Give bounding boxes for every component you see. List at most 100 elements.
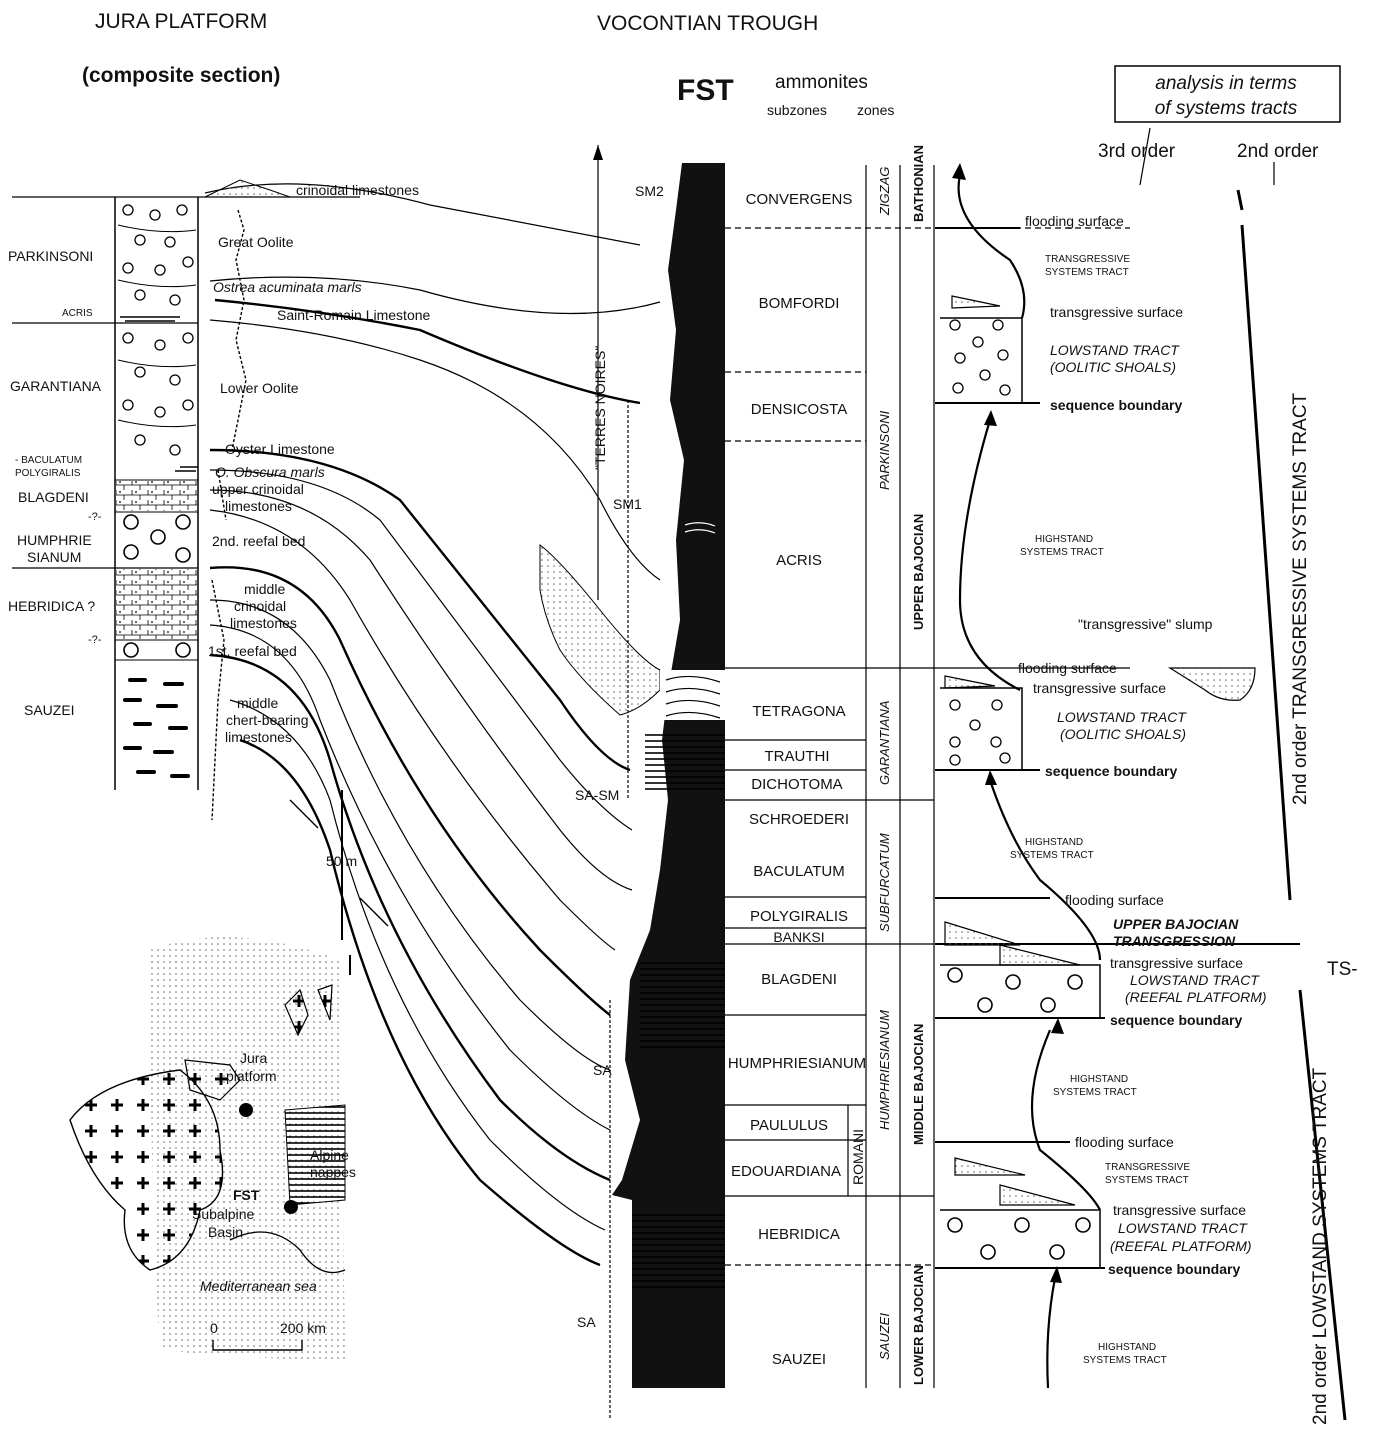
ann-transgressive-3: transgressive surface — [1110, 955, 1243, 971]
crinoidal-wedge — [204, 179, 291, 198]
stage-upper-bajocian: UPPER BAJOCIAN — [911, 514, 926, 630]
subzone-baculatum: BACULATUM — [753, 863, 844, 880]
map-alpine: Alpine — [310, 1147, 349, 1163]
label-sm1: SM1 — [613, 496, 642, 512]
subzones-table — [725, 165, 1130, 1388]
subzone-convergens: CONVERGENS — [746, 191, 853, 208]
ann-upper-bajocian: UPPER BAJOCIAN — [1113, 916, 1239, 932]
order-arrows — [1139, 127, 1275, 186]
lith-chert: chert-bearing — [226, 712, 309, 728]
jura-zone-sauzei: SAUZEI — [24, 702, 75, 718]
header-fst: FST — [677, 74, 734, 107]
subzone-schroederi: SCHROEDERI — [749, 811, 849, 828]
map-scale-0: 0 — [210, 1320, 218, 1336]
lith-middle2: middle — [237, 695, 278, 711]
map-mediterranean: Mediterranean sea — [200, 1278, 317, 1294]
header-zones: zones — [857, 102, 894, 118]
jura-column — [12, 196, 360, 821]
correlation-lines — [204, 183, 661, 1267]
zone-subfurcatum: SUBFURCATUM — [877, 833, 892, 932]
fst-log — [612, 163, 725, 1388]
terres-noires-label: "TERRES NOIRES" — [592, 346, 608, 470]
ann-hst-2a: HIGHSTAND — [1025, 837, 1083, 848]
ann-lowstand-3: LOWSTAND TRACT — [1130, 972, 1260, 988]
ann-tst-1b: SYSTEMS TRACT — [1045, 267, 1129, 278]
jura-zone-polygiralis: POLYGIRALIS — [15, 468, 81, 479]
zone-parkinsoni: PARKINSONI — [877, 410, 892, 490]
ann-flooding-4: flooding surface — [1075, 1134, 1174, 1150]
header-2nd-order: 2nd order — [1237, 141, 1319, 162]
lith-lower-oolite: Lower Oolite — [220, 380, 299, 396]
ann-transgression: TRANSGRESSION — [1113, 933, 1236, 949]
ann-hst-3a: HIGHSTAND — [1070, 1074, 1128, 1085]
ann-lowstand-1: LOWSTAND TRACT — [1050, 342, 1180, 358]
ann-oolitic-2: (OOLITIC SHOALS) — [1060, 726, 1186, 742]
second-order-transgressive: 2nd order TRANSGRESSIVE SYSTEMS TRACT — [1290, 392, 1311, 805]
subzone-banksi: BANKSI — [773, 929, 824, 945]
header-composite: (composite section) — [82, 64, 280, 87]
lith-limestones: limestones — [225, 498, 292, 514]
subzone-dichotoma: DICHOTOMA — [751, 776, 842, 793]
lith-2nd-reefal: 2nd. reefal bed — [212, 533, 305, 549]
jura-zone-sianum: SIANUM — [27, 549, 81, 565]
subzone-romani: ROMANI — [850, 1129, 866, 1185]
subzone-paululus: PAULULUS — [750, 1117, 828, 1134]
subzone-hebridica: HEBRIDICA — [758, 1226, 840, 1243]
subzone-tetragona: TETRAGONA — [752, 703, 845, 720]
lith-crinoidal2: crinoidal — [234, 598, 286, 614]
lith-1st-reefal: 1st. reefal bed — [208, 643, 297, 659]
ann-transgressive-2: transgressive surface — [1033, 680, 1166, 696]
ann-tst-4a: TRANSGRESSIVE — [1105, 1162, 1190, 1173]
ann-oolitic-1: (OOLITIC SHOALS) — [1050, 359, 1176, 375]
lith-upper-crinoidal: upper crinoidal — [212, 481, 304, 497]
ann-slump: "transgressive" slump — [1078, 616, 1213, 632]
map-platform: platform — [226, 1068, 277, 1084]
ann-flooding-1: flooding surface — [1025, 213, 1124, 229]
second-order-ts: TS- — [1327, 959, 1358, 980]
stage-bathonian: BATHONIAN — [911, 145, 926, 222]
ann-hst-4a: HIGHSTAND — [1098, 1342, 1156, 1353]
ann-reefal-4: (REEFAL PLATFORM) — [1110, 1238, 1252, 1254]
scale-50m: 50 m — [326, 853, 357, 869]
label-sa2: SA — [577, 1314, 596, 1330]
lith-great-oolite: Great Oolite — [218, 234, 294, 250]
ann-sequence-4: sequence boundary — [1108, 1261, 1240, 1277]
ann-hst-4b: SYSTEMS TRACT — [1083, 1355, 1167, 1366]
lith-obscura: O. Obscura marls — [215, 464, 325, 480]
jura-zone-hebridica: HEBRIDICA ? — [8, 598, 95, 614]
slump-body — [539, 543, 661, 716]
ann-tst-1a: TRANSGRESSIVE — [1045, 254, 1130, 265]
map-subalpine: Subalpine — [192, 1206, 254, 1222]
header-vocontian: VOCONTIAN TROUGH — [597, 12, 818, 35]
analysis-box — [1114, 65, 1341, 123]
stage-lower-bajocian: LOWER BAJOCIAN — [911, 1265, 926, 1385]
subzone-polygiralis: POLYGIRALIS — [750, 908, 848, 925]
zone-garantiana: GARANTIANA — [877, 700, 892, 785]
ann-sequence-3: sequence boundary — [1110, 1012, 1242, 1028]
map-scale-bar — [212, 1340, 303, 1351]
zone-zigzag: ZIGZAG — [877, 167, 892, 216]
lith-limestones3: limestones — [225, 729, 292, 745]
ann-reefal-3: (REEFAL PLATFORM) — [1125, 989, 1267, 1005]
header-subzones: subzones — [767, 102, 827, 118]
ann-hst-1b: SYSTEMS TRACT — [1020, 547, 1104, 558]
systems-tract-curve — [935, 163, 1300, 1389]
header-jura: JURA PLATFORM — [95, 10, 267, 33]
map-fst: FST — [233, 1187, 260, 1203]
subzone-blagdeni: BLAGDENI — [761, 971, 837, 988]
jura-uncertain-1: -?- — [88, 511, 102, 523]
ann-lowstand-2: LOWSTAND TRACT — [1057, 709, 1187, 725]
ann-transgressive-1: transgressive surface — [1050, 304, 1183, 320]
map-nappes: nappes — [310, 1164, 356, 1180]
subzone-densicosta: DENSICOSTA — [751, 401, 847, 418]
lith-oyster: Oyster Limestone — [225, 441, 335, 457]
zone-sauzei: SAUZEI — [877, 1313, 892, 1360]
second-order-line — [1236, 189, 1347, 1421]
jura-zone-garantiana: GARANTIANA — [10, 378, 102, 394]
header-ammonites: ammonites — [775, 72, 868, 93]
label-sm2: SM2 — [635, 183, 664, 199]
scale-bar — [341, 790, 351, 975]
ann-transgressive-4: transgressive surface — [1113, 1202, 1246, 1218]
